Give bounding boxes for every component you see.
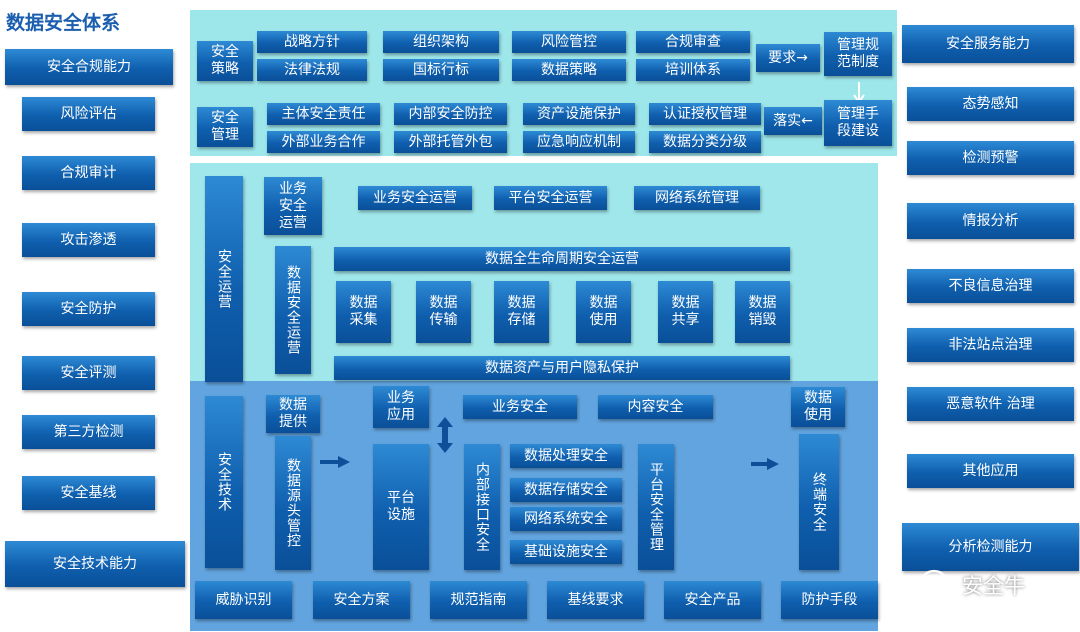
left-item-risk-assessment[interactable]: 风险评估 — [22, 97, 155, 131]
tech-business-security[interactable]: 业务安全 — [463, 395, 577, 419]
management-label[interactable]: 安全 管理 — [197, 107, 253, 147]
bottom-protection-means[interactable]: 防护手段 — [781, 581, 878, 619]
stage-collect[interactable]: 数据 采集 — [336, 281, 391, 343]
policy-standards[interactable]: 国标行标 — [383, 59, 499, 81]
right-header-service[interactable]: 安全服务能力 — [902, 25, 1074, 63]
mgmt-build[interactable]: 管理手 段建设 — [824, 100, 892, 146]
left-item-third-party[interactable]: 第三方检测 — [22, 415, 155, 449]
left-item-compliance-audit[interactable]: 合规审计 — [22, 156, 155, 190]
stage-store[interactable]: 数据 存储 — [494, 281, 549, 343]
stack-network-system[interactable]: 网络系统安全 — [510, 507, 622, 531]
mgmt-external-cooperation[interactable]: 外部业务合作 — [267, 131, 380, 153]
platform-security-mgmt[interactable]: 平台安全管理 — [638, 444, 674, 570]
left-item-protection[interactable]: 安全防护 — [22, 292, 155, 326]
data-use[interactable]: 数据 使用 — [791, 387, 845, 427]
left-header-compliance[interactable]: 安全合规能力 — [5, 49, 173, 85]
bottom-security-plan[interactable]: 安全方案 — [313, 581, 410, 619]
mgmt-emergency-response[interactable]: 应急响应机制 — [523, 131, 635, 153]
mgmt-data-classification[interactable]: 数据分类分级 — [649, 131, 761, 153]
ops-platform-security[interactable]: 平台安全运营 — [494, 186, 607, 210]
policy-risk-control[interactable]: 风险管控 — [512, 31, 626, 53]
privacy-protection[interactable]: 数据资产与用户隐私保护 — [334, 356, 790, 380]
stack-infrastructure[interactable]: 基础设施安全 — [510, 540, 622, 564]
policy-require-arrow[interactable]: 要求→ — [756, 44, 820, 72]
platform-facility[interactable]: 平台 设施 — [373, 444, 429, 570]
right-item-intel-analysis[interactable]: 情报分析 — [907, 203, 1074, 239]
tech-content-security[interactable]: 内容安全 — [598, 395, 713, 419]
stage-use[interactable]: 数据 使用 — [576, 281, 631, 343]
technology-label[interactable]: 安全技术 — [205, 396, 243, 568]
stack-data-processing[interactable]: 数据处理安全 — [510, 444, 622, 468]
mgmt-subject-responsibility[interactable]: 主体安全责任 — [267, 103, 380, 125]
policy-data-strategy[interactable]: 数据策略 — [512, 59, 626, 81]
right-footer-analysis[interactable]: 分析检测能力 — [902, 523, 1079, 571]
bottom-security-products[interactable]: 安全产品 — [664, 581, 761, 619]
ops-business-security[interactable]: 业务安全运营 — [358, 186, 472, 210]
mgmt-implement-arrow[interactable]: 落实← — [764, 107, 822, 135]
right-item-harmful-info[interactable]: 不良信息治理 — [907, 269, 1074, 303]
stage-transmit[interactable]: 数据 传输 — [416, 281, 471, 343]
mgmt-asset-protection[interactable]: 资产设施保护 — [523, 103, 635, 125]
policy-strategy[interactable]: 战略方针 — [257, 31, 367, 53]
business-app[interactable]: 业务 应用 — [373, 386, 429, 428]
policy-compliance-review[interactable]: 合规审查 — [636, 31, 750, 53]
mgmt-outsourcing[interactable]: 外部托管外包 — [394, 131, 507, 153]
right-item-situational-awareness[interactable]: 态势感知 — [907, 87, 1074, 121]
bottom-guidelines[interactable]: 规范指南 — [430, 581, 527, 619]
stage-share[interactable]: 数据 共享 — [658, 281, 713, 343]
right-item-malware[interactable]: 恶意软件 治理 — [907, 387, 1074, 421]
watermark-text: 安全牛 — [962, 574, 1025, 598]
wechat-icon — [920, 569, 958, 597]
policy-laws[interactable]: 法律法规 — [257, 59, 367, 81]
internal-interface-security[interactable]: 内部接口安全 — [464, 444, 500, 570]
bottom-threat-identification[interactable]: 威胁识别 — [195, 581, 292, 619]
stage-destroy[interactable]: 数据 销毁 — [735, 281, 790, 343]
policy-training[interactable]: 培训体系 — [636, 59, 750, 81]
page-title: 数据安全体系 — [6, 12, 121, 34]
policy-organization[interactable]: 组织架构 — [383, 31, 499, 53]
mgmt-auth-management[interactable]: 认证授权管理 — [649, 103, 761, 125]
lifecycle-ops[interactable]: 数据全生命周期安全运营 — [334, 247, 790, 271]
arrow-right-icon — [751, 456, 779, 470]
left-item-penetration[interactable]: 攻击渗透 — [22, 223, 155, 257]
mgmt-internal-control[interactable]: 内部安全防控 — [394, 103, 507, 125]
bottom-baseline-requirements[interactable]: 基线要求 — [547, 581, 644, 619]
business-security-ops[interactable]: 业务 安全 运营 — [264, 177, 322, 235]
right-item-other-apps[interactable]: 其他应用 — [907, 454, 1074, 488]
terminal-security[interactable]: 终端安全 — [799, 434, 839, 570]
data-security-ops[interactable]: 数据安全运营 — [275, 246, 311, 374]
left-item-baseline[interactable]: 安全基线 — [22, 476, 155, 510]
stack-data-storage[interactable]: 数据存储安全 — [510, 478, 622, 502]
source-control[interactable]: 数据源头管控 — [275, 436, 311, 570]
operations-label[interactable]: 安全运营 — [205, 176, 243, 382]
policy-system[interactable]: 管理规 范制度 — [824, 32, 892, 76]
right-item-detection-warning[interactable]: 检测预警 — [907, 141, 1074, 175]
left-footer-tech-capability[interactable]: 安全技术能力 — [5, 541, 185, 587]
right-item-illegal-sites[interactable]: 非法站点治理 — [907, 328, 1074, 362]
ops-network-management[interactable]: 网络系统管理 — [634, 186, 760, 210]
policy-label[interactable]: 安全 策略 — [197, 41, 253, 81]
left-item-evaluation[interactable]: 安全评测 — [22, 356, 155, 390]
double-arrow-icon — [436, 417, 454, 453]
data-provide[interactable]: 数据 提供 — [266, 395, 320, 433]
arrow-right-icon — [320, 454, 350, 468]
